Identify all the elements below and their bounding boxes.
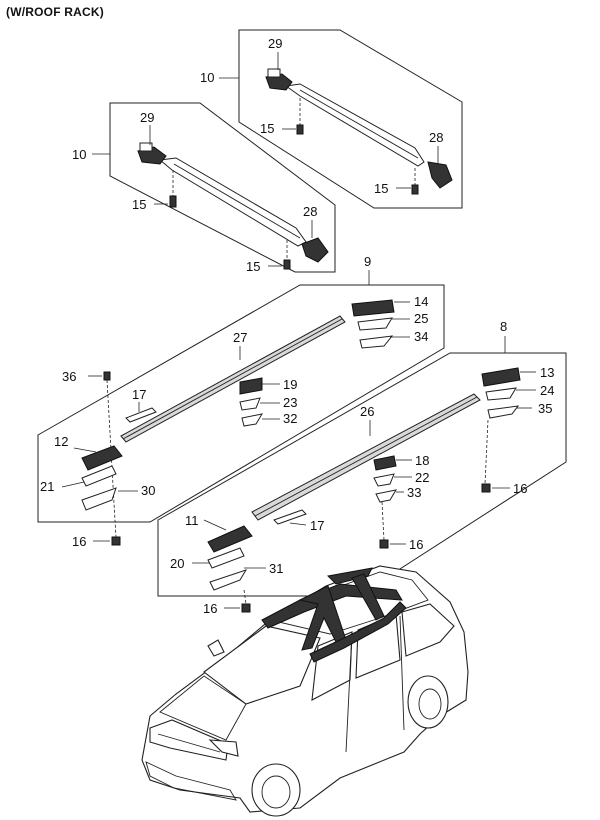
- callout-9: 9: [364, 254, 371, 269]
- callout-8: 8: [500, 319, 507, 334]
- callout-28-lower: 28: [303, 204, 317, 219]
- callout-24: 24: [540, 383, 554, 398]
- callout-12: 12: [54, 434, 68, 449]
- callout-10-upper: 10: [200, 70, 214, 85]
- callout-30: 30: [141, 483, 155, 498]
- roof-rail-assembly-8: [157, 336, 567, 613]
- callout-21: 21: [40, 479, 54, 494]
- callout-28-upper: 28: [429, 130, 443, 145]
- callout-33: 33: [407, 485, 421, 500]
- callout-18: 18: [415, 453, 429, 468]
- callout-36: 36: [62, 369, 76, 384]
- callout-27: 27: [233, 330, 247, 345]
- callout-16-left: 16: [72, 534, 86, 549]
- callout-14: 14: [414, 294, 428, 309]
- callout-10-lower: 10: [72, 147, 86, 162]
- callout-16-bottom: 16: [203, 601, 217, 616]
- callout-34: 34: [414, 329, 428, 344]
- vehicle-illustration: [141, 565, 469, 817]
- callout-29-lower: 29: [140, 110, 154, 125]
- callout-16-middle: 16: [409, 537, 423, 552]
- callout-22: 22: [415, 470, 429, 485]
- callout-32: 32: [283, 411, 297, 426]
- callout-19: 19: [283, 377, 297, 392]
- callout-26: 26: [360, 404, 374, 419]
- callout-15-upper-left: 15: [260, 121, 274, 136]
- crossbar-assembly-upper: [219, 29, 463, 209]
- callout-35: 35: [538, 401, 552, 416]
- diagram-heading: (W/ROOF RACK): [6, 5, 104, 19]
- callout-29-upper: 29: [268, 36, 282, 51]
- callout-16-right: 16: [513, 481, 527, 496]
- callout-17-lower: 17: [310, 518, 324, 533]
- callout-17-upper: 17: [132, 387, 146, 402]
- callout-11: 11: [185, 513, 199, 528]
- callout-31: 31: [269, 561, 283, 576]
- callout-15-lower-right: 15: [246, 259, 260, 274]
- callout-labels: 10 29 15 28 15 10 29 15 28 15 9 14 25 34…: [40, 36, 554, 616]
- roof-rail-assembly-9: [37, 270, 445, 546]
- callout-20: 20: [170, 556, 184, 571]
- callout-25: 25: [414, 311, 428, 326]
- callout-13: 13: [540, 365, 554, 380]
- callout-15-lower-left: 15: [132, 197, 146, 212]
- crossbar-assembly-lower: [92, 102, 336, 273]
- callout-15-upper-right: 15: [374, 181, 388, 196]
- callout-23: 23: [283, 395, 297, 410]
